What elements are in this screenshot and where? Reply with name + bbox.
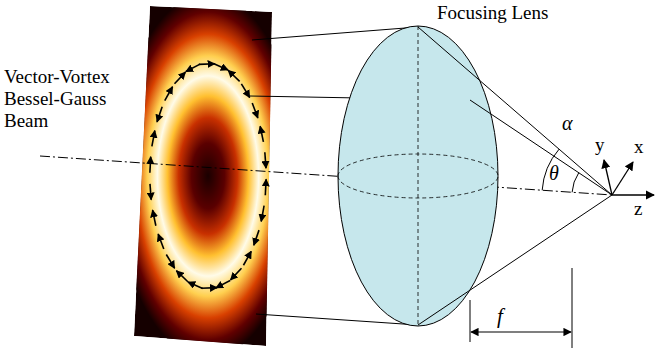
polarization-arrow xyxy=(165,87,173,101)
polarization-arrow xyxy=(254,230,259,245)
polarization-arrow xyxy=(150,184,151,200)
x-axis-arrow xyxy=(612,162,633,195)
beam-intensity-image xyxy=(116,0,300,356)
dimension-extension xyxy=(470,300,471,342)
component-label: Focusing Lens xyxy=(437,2,548,24)
polarization-arrow xyxy=(188,282,203,288)
polarization-arrow xyxy=(231,268,242,280)
polarization-arrow xyxy=(241,84,249,98)
polarization-arrow xyxy=(264,179,266,195)
polarization-arrow xyxy=(213,64,228,70)
polarization-arrow xyxy=(265,152,266,168)
polarization-arrows xyxy=(150,64,266,289)
polarization-arrow xyxy=(175,72,186,84)
y-axis-arrow xyxy=(604,160,612,195)
polarization-arrow xyxy=(201,287,217,289)
converging-ray xyxy=(418,27,612,195)
polarization-arrow xyxy=(152,131,155,147)
dimension-extension xyxy=(572,268,573,348)
beam-label: Vector-Vortex Bessel-Gauss Beam xyxy=(4,66,128,132)
polarization-arrow xyxy=(149,157,151,173)
angle-label: θ xyxy=(549,162,559,185)
polarization-arrow xyxy=(260,126,263,142)
polarization-arrow xyxy=(228,70,240,81)
angle-arc xyxy=(572,173,579,193)
polarization-arrow xyxy=(166,255,174,269)
optical-axis xyxy=(40,156,612,195)
focusing-lens xyxy=(338,26,498,326)
axis-label: z xyxy=(634,198,642,220)
lens-guide xyxy=(418,26,419,326)
converging-ray xyxy=(418,195,612,325)
polarization-arrow xyxy=(157,107,162,122)
axis-label: y xyxy=(595,134,605,156)
angle-arc xyxy=(542,149,559,190)
polarization-arrow xyxy=(176,271,188,282)
converging-ray xyxy=(470,100,612,195)
lens-guide xyxy=(338,154,498,176)
polarization-arrow xyxy=(243,251,251,265)
polarization-arrow xyxy=(199,63,215,65)
polarization-arrow xyxy=(261,206,264,222)
polarization-arrow xyxy=(216,280,230,287)
polarization-arrow xyxy=(186,64,200,71)
angle-label: α xyxy=(562,112,573,135)
polarization-arrow xyxy=(153,210,156,226)
axis-label: x xyxy=(634,136,644,158)
dimension-label: f xyxy=(497,304,503,328)
focal-length-dimension xyxy=(471,331,571,332)
polarization-arrow xyxy=(158,234,164,249)
z-axis-arrow xyxy=(612,194,654,195)
polarization-arrow xyxy=(252,103,258,118)
